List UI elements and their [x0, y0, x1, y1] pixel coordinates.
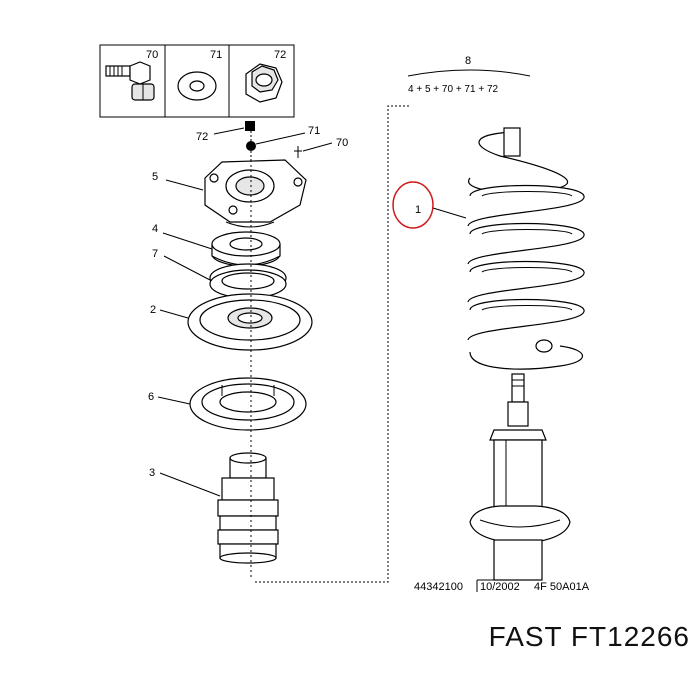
label-upper-seat-2: 2: [150, 304, 156, 316]
bump-stop-boot: 3: [149, 452, 279, 564]
fastener-callouts: 72 71 70: [196, 121, 348, 160]
spring-coil: [467, 260, 585, 303]
nut-icon: [245, 63, 283, 103]
spring-coil-inner: [481, 191, 573, 197]
spring-coils: [467, 184, 585, 341]
legend-ref-71: 71: [210, 49, 222, 61]
diagram-reference: 44342100 10/2002 4F 50A01A: [414, 579, 590, 593]
shock-absorber: [469, 373, 571, 581]
legend-box-group: 70 71 72: [99, 44, 295, 118]
ref-variant: 4F 50A01A: [534, 581, 590, 593]
upper-spring-seat: 2: [150, 293, 313, 351]
ref-date: 10/2002: [480, 581, 520, 593]
spring-coil: [467, 298, 585, 341]
spring-coil: [467, 222, 585, 265]
spring-coil-inner: [481, 267, 573, 273]
label-bump-stop-3: 3: [149, 467, 155, 479]
washer-marker-icon: [246, 141, 256, 151]
label-seal-7: 7: [152, 248, 158, 260]
kit-number-8: 8: [465, 55, 471, 67]
assembly-bracket: [255, 105, 410, 583]
legend-ref-70: 70: [146, 49, 158, 61]
nut-marker-icon: [245, 121, 255, 131]
lower-spring-seat: 6: [148, 377, 307, 431]
label-nut-72: 72: [196, 131, 208, 143]
kit-callout: 8 4 + 5 + 70 + 71 + 72: [407, 55, 531, 95]
label-lower-seat-6: 6: [148, 391, 154, 403]
kit-formula: 4 + 5 + 70 + 71 + 72: [408, 84, 499, 95]
label-mount-5: 5: [152, 171, 158, 183]
label-bearing-4: 4: [152, 223, 158, 235]
highlight-circle: [392, 181, 434, 229]
coil-spring: 1: [392, 127, 585, 370]
brand-part-number: FAST FT12266: [489, 621, 690, 652]
washer-icon: [177, 71, 217, 101]
label-bolt-70: 70: [336, 137, 348, 149]
bolt-icon: [105, 61, 155, 101]
legend-ref-72: 72: [274, 49, 286, 61]
legend-box-frame: [99, 44, 295, 118]
strut-mount: 5: [152, 159, 307, 228]
label-spring-1: 1: [415, 204, 421, 216]
spring-coil-inner: [481, 229, 573, 235]
ref-code: 44342100: [414, 581, 463, 593]
bearing: 4: [152, 223, 281, 267]
label-washer-71: 71: [308, 125, 320, 137]
seal-ring: 7: [152, 248, 287, 299]
spring-coil-inner: [481, 305, 573, 311]
spring-coil: [467, 184, 585, 227]
